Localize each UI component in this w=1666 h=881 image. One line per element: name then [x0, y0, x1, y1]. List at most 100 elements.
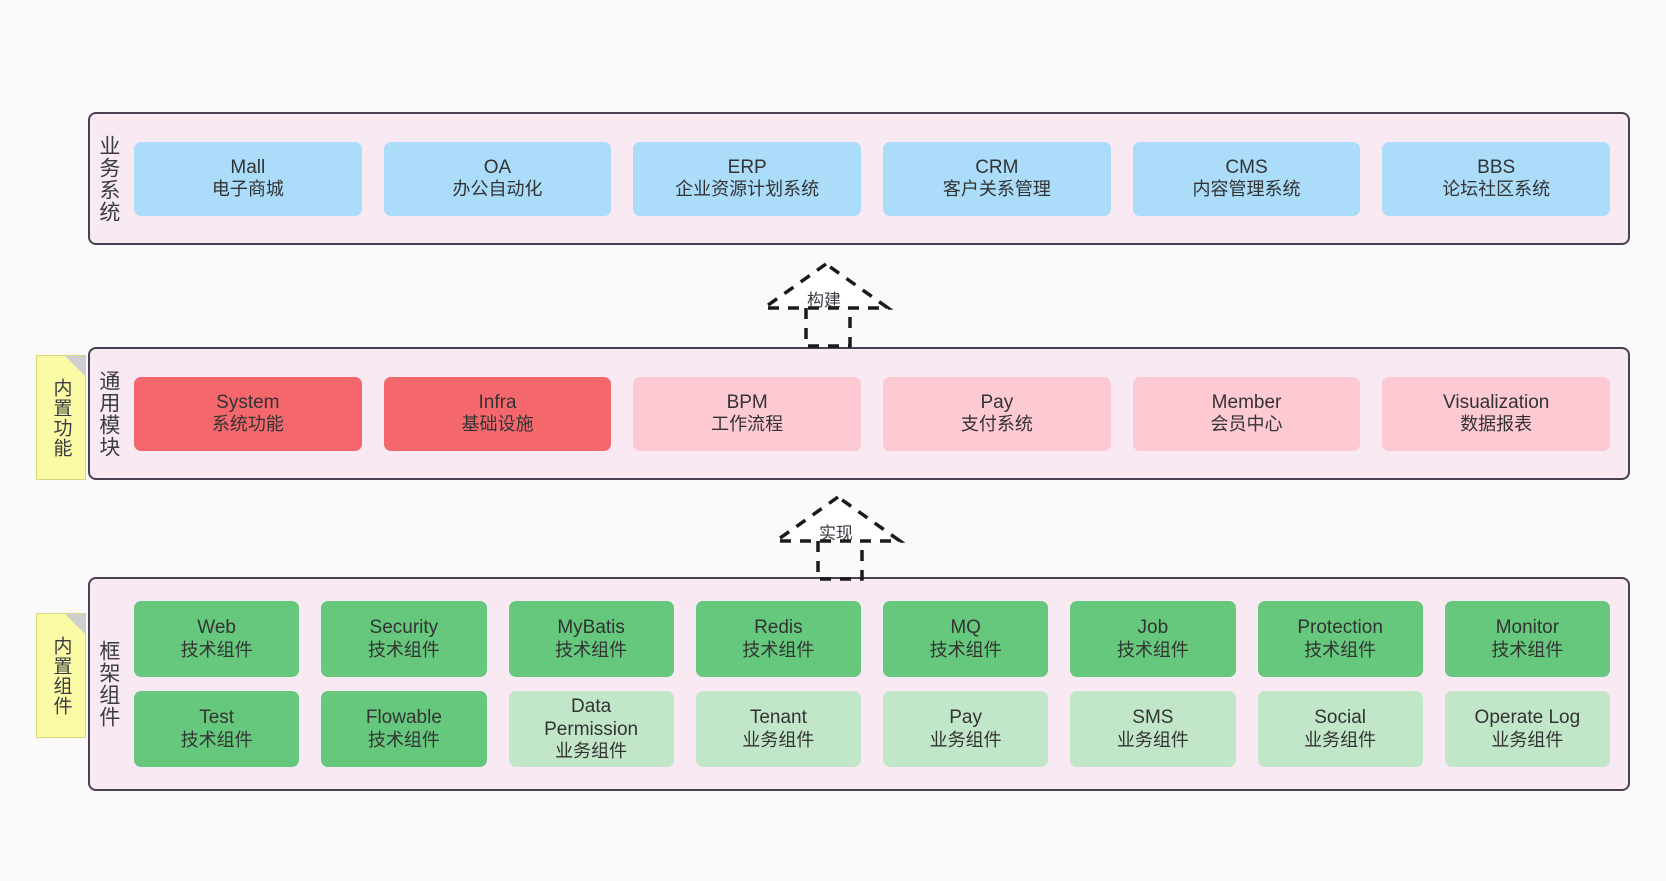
node-title: System [216, 391, 280, 413]
row: Mall 电子商城 OA 办公自动化 ERP 企业资源计划系统 CRM 客户关系… [134, 141, 1611, 216]
node-pay-biz[interactable]: Pay 业务组件 [883, 691, 1049, 767]
node-title: Security [369, 617, 439, 639]
layer-body-common-modules: System 系统功能 Infra 基础设施 BPM 工作流程 Pay 支付系统… [126, 349, 1628, 478]
node-subtitle: 办公自动化 [452, 179, 543, 200]
row: Web 技术组件 Security 技术组件 MyBatis 技术组件 Redi… [134, 601, 1610, 677]
node-title: MyBatis [557, 617, 625, 639]
node-system[interactable]: System 系统功能 [134, 376, 362, 451]
node-title: Social [1314, 707, 1366, 729]
layer-body-business-systems: Mall 电子商城 OA 办公自动化 ERP 企业资源计划系统 CRM 客户关系… [126, 114, 1628, 243]
node-title: Pay [949, 707, 982, 729]
node-member[interactable]: Member 会员中心 [1132, 376, 1361, 451]
node-title: Data [571, 695, 612, 717]
node-infra[interactable]: Infra 基础设施 [383, 376, 612, 451]
node-protection[interactable]: Protection 技术组件 [1257, 601, 1423, 677]
node-oa[interactable]: OA 办公自动化 [383, 141, 612, 216]
node-title: OA [483, 156, 512, 178]
node-test[interactable]: Test 技术组件 [134, 691, 300, 767]
node-pay[interactable]: Pay 支付系统 [883, 376, 1111, 451]
note-fold-corner-icon [65, 614, 85, 634]
node-subtitle: 技术组件 [555, 639, 628, 660]
node-title: Member [1211, 391, 1282, 413]
layer-title-business-systems: 业务系统 [96, 134, 120, 223]
node-subtitle: 支付系统 [960, 414, 1033, 435]
node-mq[interactable]: MQ 技术组件 [883, 601, 1049, 677]
node-subtitle: 会员中心 [1210, 414, 1283, 435]
node-job[interactable]: Job 技术组件 [1070, 601, 1236, 677]
node-subtitle: 业务组件 [742, 729, 815, 750]
node-subtitle: 技术组件 [367, 729, 440, 750]
node-subtitle: 业务组件 [555, 741, 628, 762]
node-subtitle: 技术组件 [929, 639, 1002, 660]
node-title: BPM [726, 391, 768, 413]
node-operate-log[interactable]: Operate Log 业务组件 [1444, 691, 1610, 767]
node-web[interactable]: Web 技术组件 [134, 601, 300, 677]
node-subtitle: 业务组件 [1116, 729, 1189, 750]
note-fold-corner-icon [65, 356, 85, 376]
node-title: Job [1137, 617, 1169, 639]
node-bpm[interactable]: BPM 工作流程 [633, 376, 862, 451]
node-subtitle: 技术组件 [1304, 639, 1377, 660]
row: Test 技术组件 Flowable 技术组件 Data Permission … [134, 691, 1610, 767]
node-subtitle: 论坛社区系统 [1442, 179, 1551, 200]
note-builtin-components: 内置组件 [36, 613, 86, 738]
layer-body-framework-components: Web 技术组件 Security 技术组件 MyBatis 技术组件 Redi… [126, 579, 1628, 789]
node-title: BBS [1477, 156, 1516, 178]
node-title: Mall [230, 156, 266, 178]
node-title: Visualization [1443, 391, 1550, 413]
generalization-triangle-icon [770, 494, 906, 543]
node-title: Protection [1297, 617, 1383, 639]
node-mall[interactable]: Mall 电子商城 [134, 141, 362, 216]
node-title: Monitor [1495, 617, 1560, 639]
node-subtitle: 业务组件 [1304, 729, 1377, 750]
layer-title-framework-components: 框架组件 [96, 640, 120, 728]
node-title: CMS [1225, 156, 1268, 178]
layer-framework-components: 框架组件 Web 技术组件 Security 技术组件 MyBatis 技术组件… [88, 577, 1630, 791]
node-subtitle: 系统功能 [211, 414, 284, 435]
node-title: MQ [950, 617, 981, 639]
node-title: SMS [1132, 707, 1174, 729]
connector-stem-icon [804, 308, 852, 348]
node-subtitle: 数据报表 [1460, 414, 1533, 435]
node-subtitle: 工作流程 [711, 414, 784, 435]
node-subtitle: 内容管理系统 [1192, 179, 1301, 200]
connector-implement-label: 实现 [819, 524, 853, 543]
node-subtitle: 技术组件 [367, 639, 440, 660]
node-title: Redis [754, 617, 803, 639]
node-sms[interactable]: SMS 业务组件 [1070, 691, 1236, 767]
generalization-triangle-icon [758, 261, 894, 310]
node-tenant[interactable]: Tenant 业务组件 [695, 691, 861, 767]
node-subtitle: 客户关系管理 [942, 179, 1051, 200]
node-bbs[interactable]: BBS 论坛社区系统 [1382, 141, 1611, 216]
node-title: Test [199, 707, 235, 729]
node-mybatis[interactable]: MyBatis 技术组件 [508, 601, 674, 677]
node-cms[interactable]: CMS 内容管理系统 [1132, 141, 1361, 216]
node-visualization[interactable]: Visualization 数据报表 [1382, 376, 1611, 451]
node-redis[interactable]: Redis 技术组件 [695, 601, 861, 677]
node-title: Operate Log [1474, 707, 1581, 729]
node-title: Web [197, 617, 236, 639]
node-monitor[interactable]: Monitor 技术组件 [1444, 601, 1610, 677]
node-flowable[interactable]: Flowable 技术组件 [321, 691, 487, 767]
row: System 系统功能 Infra 基础设施 BPM 工作流程 Pay 支付系统… [134, 376, 1611, 451]
connector-implement: 实现 [770, 494, 912, 581]
node-subtitle: 技术组件 [1491, 639, 1564, 660]
node-subtitle: 技术组件 [1116, 639, 1189, 660]
layer-business-systems: 业务系统 Mall 电子商城 OA 办公自动化 ERP 企业资源计划系统 CRM… [88, 112, 1630, 245]
note-builtin-features: 内置功能 [36, 355, 86, 480]
node-title: CRM [975, 156, 1019, 178]
node-subtitle: 基础设施 [461, 414, 534, 435]
node-crm[interactable]: CRM 客户关系管理 [883, 141, 1111, 216]
node-title: Tenant [749, 707, 807, 729]
node-title: Infra [478, 391, 517, 413]
node-social[interactable]: Social 业务组件 [1257, 691, 1423, 767]
node-subtitle: 业务组件 [1491, 729, 1564, 750]
node-security[interactable]: Security 技术组件 [321, 601, 487, 677]
node-subtitle: 技术组件 [742, 639, 815, 660]
node-erp[interactable]: ERP 企业资源计划系统 [633, 141, 862, 216]
layer-title-common-modules: 通用模块 [96, 369, 120, 458]
node-data-permission[interactable]: Data Permission 业务组件 [508, 691, 674, 767]
connector-build: 构建 [758, 261, 900, 348]
connector-build-label: 构建 [807, 291, 841, 310]
